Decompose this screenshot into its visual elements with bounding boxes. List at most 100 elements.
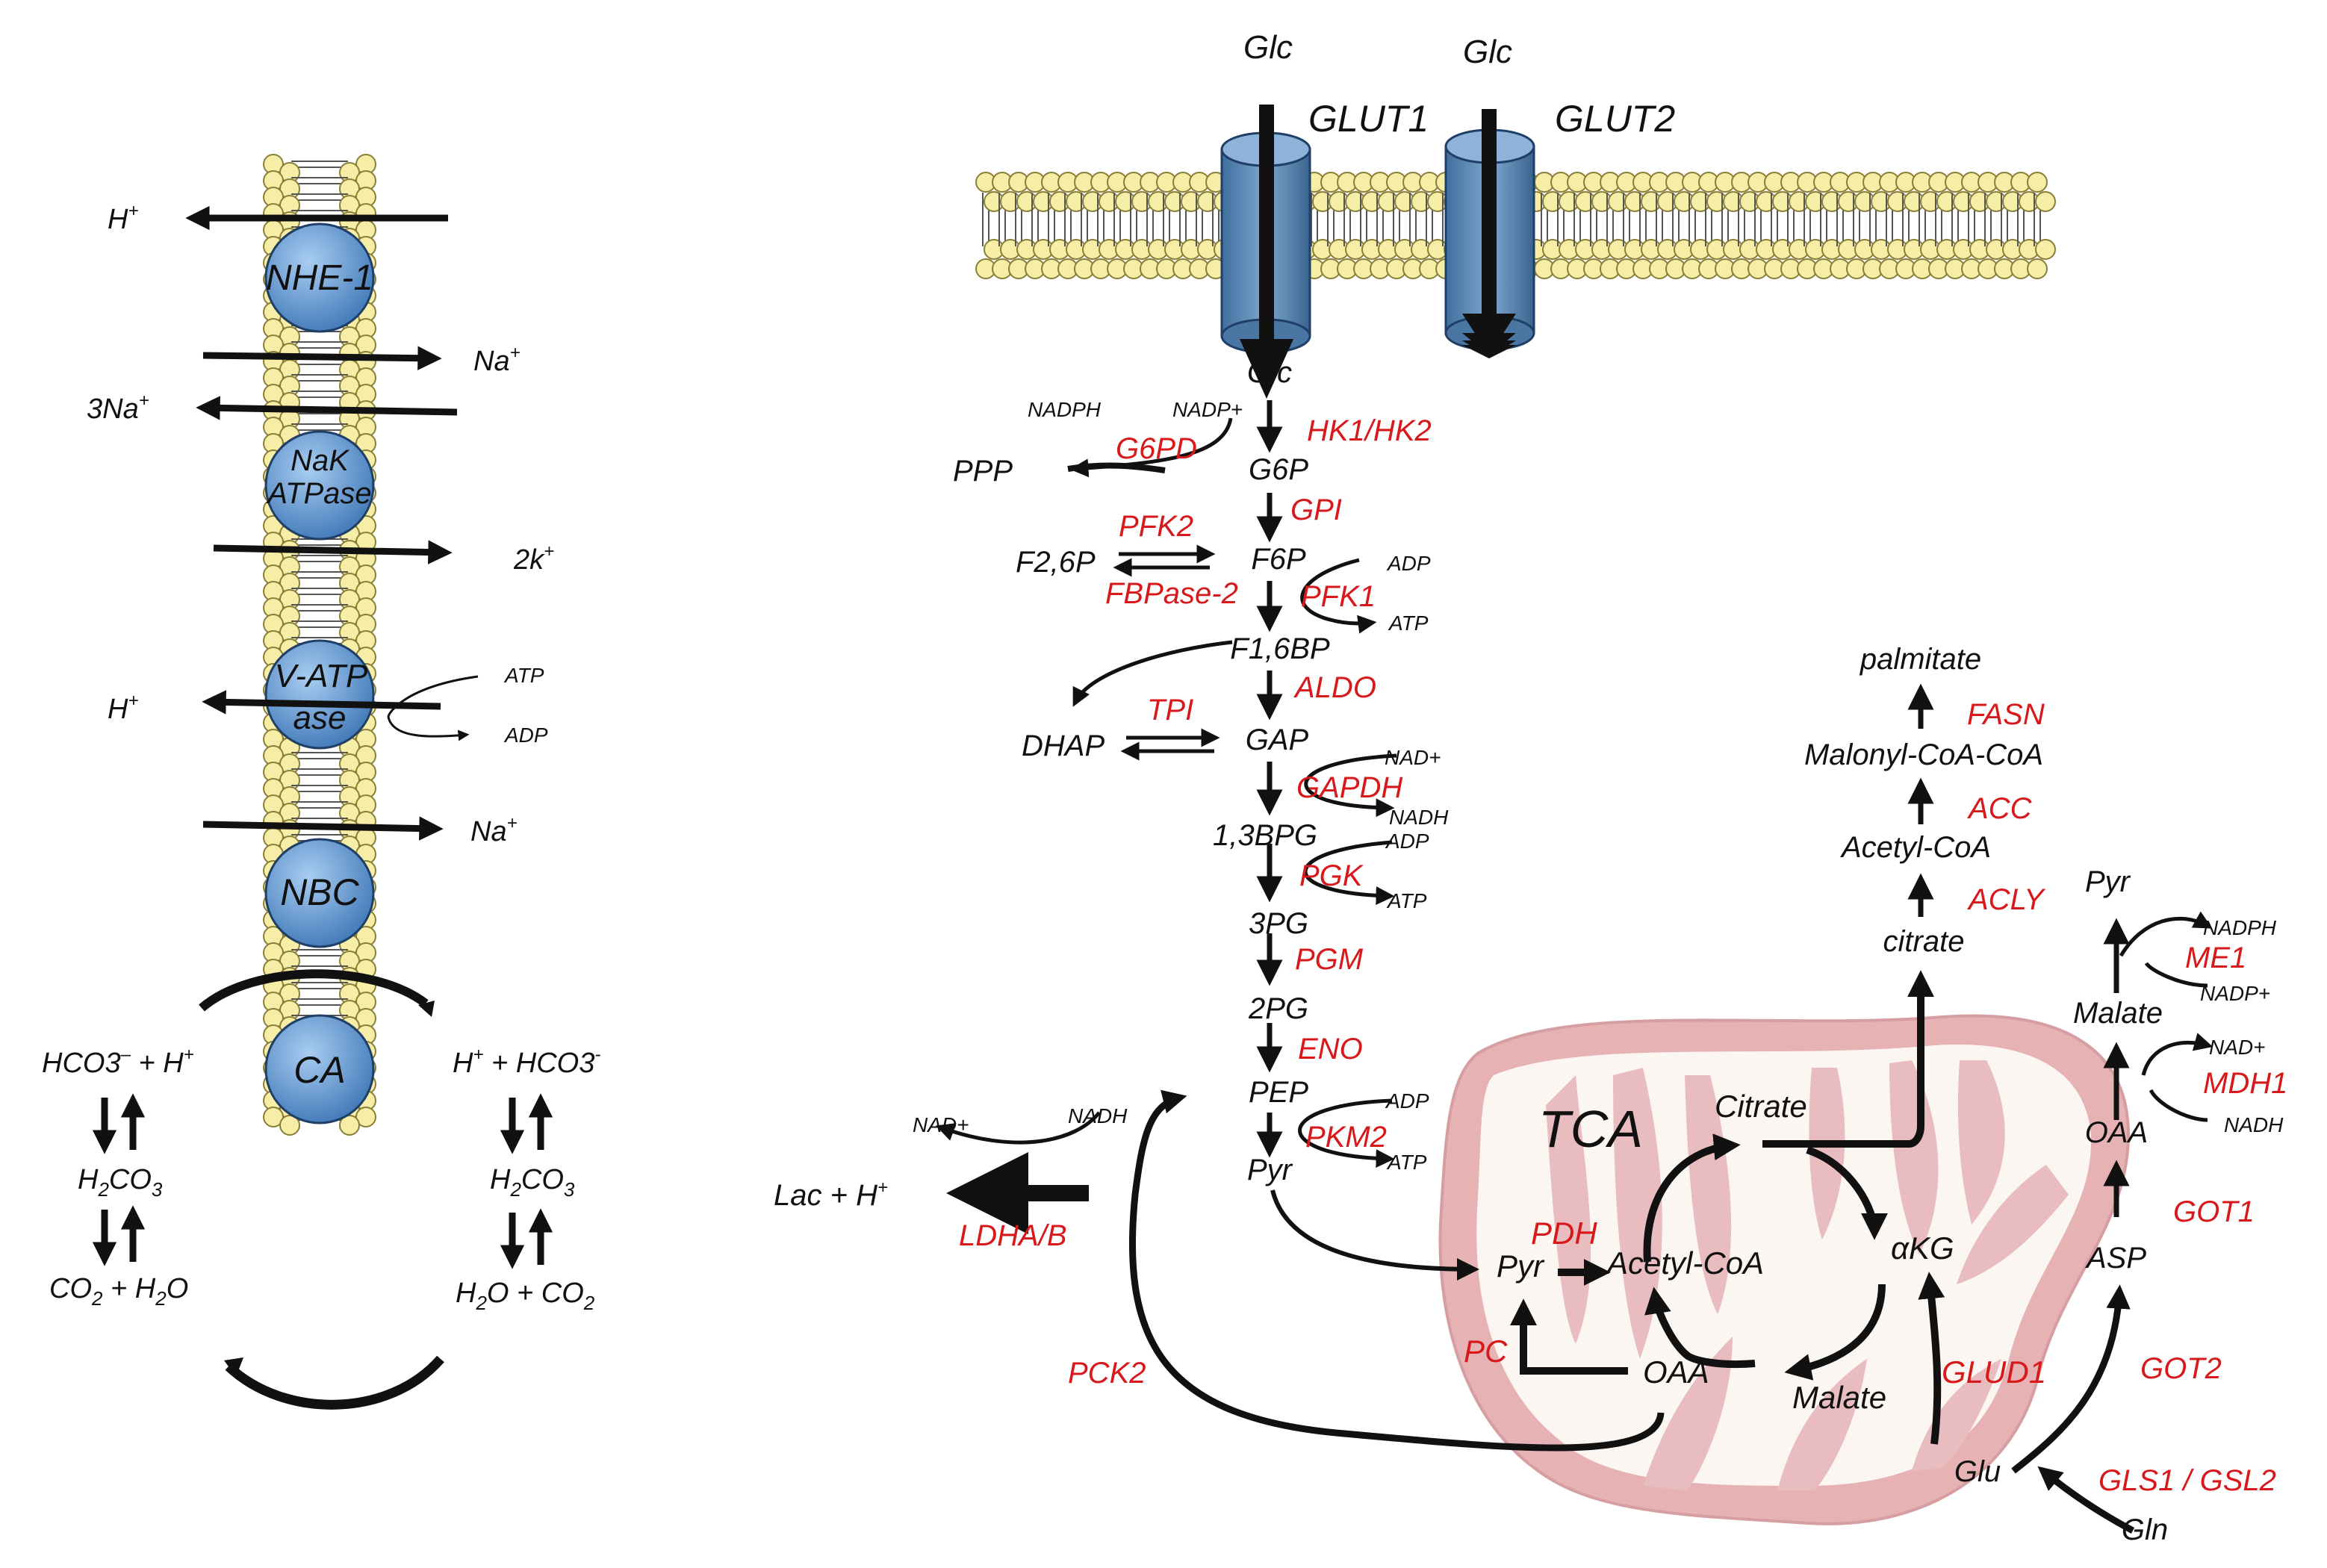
v-atpase-transporter (264, 639, 375, 750)
v-atpase-atp: ATP (503, 664, 544, 687)
right-eq-bicarbonate: H+ + HCO3- (453, 1045, 600, 1079)
nbc-label: NBC (280, 871, 359, 913)
glut-transporters (1220, 105, 1535, 399)
f26p: F2,6P (1016, 546, 1096, 579)
f16bp: F1,6BP (1230, 632, 1330, 665)
h-ion-label-1: H+ (108, 201, 138, 235)
nadp-cofactor: NADP+ (1172, 398, 1243, 421)
ca-transporter (264, 1014, 375, 1124)
gpi-enzyme: GPI (1290, 494, 1342, 526)
pkm2-atp: ATP (1386, 1151, 1427, 1174)
pfk1-enzyme: PFK1 (1301, 580, 1376, 613)
na-ion-label-2: Na+ (470, 813, 518, 847)
pkm2-adp: ADP (1385, 1089, 1429, 1113)
glu: Glu (1954, 1455, 2001, 1488)
nbc-transporter (264, 838, 375, 948)
bottom-recycle-arc (225, 1355, 444, 1410)
nadph-cofactor: NADPH (1028, 398, 1102, 421)
cyto-acetyl-coa: Acetyl-CoA (1840, 831, 1991, 864)
tca-oaa: OAA (1643, 1354, 1709, 1390)
nak-atpase-transporter (264, 430, 375, 541)
left-eq-bicarbonate: HCO3– + H+ (42, 1045, 194, 1079)
got1-enzyme: GOT1 (2173, 1195, 2255, 1228)
bpg: 1,3BPG (1213, 819, 1317, 852)
pfk1-adp: ADP (1386, 552, 1431, 575)
f6p: F6P (1251, 543, 1306, 576)
v-atp-label: V-ATP (275, 658, 368, 694)
glycolysis-side-arrows (935, 417, 1397, 1169)
atpase-label: ATPase (266, 477, 371, 510)
gls-enzyme: GLS1 / GSL2 (2098, 1464, 2276, 1497)
mdh1-enzyme: MDH1 (2203, 1067, 2287, 1100)
me1-nadph: NADPH (2203, 916, 2277, 939)
ldha-nad: NAD+ (913, 1113, 969, 1136)
pg3: 3PG (1249, 907, 1308, 940)
2k-ion-label: 2k+ (513, 541, 554, 576)
right-asp: ASP (2085, 1242, 2146, 1275)
tca-cycle-arrows (1510, 970, 1945, 1445)
mdh1-nad: NAD+ (2209, 1036, 2265, 1059)
pg2: 2PG (1248, 992, 1308, 1025)
pfk1-atp: ATP (1388, 612, 1429, 635)
ca-top-arc (199, 969, 429, 1012)
mdh1-nadh: NADH (2224, 1113, 2284, 1136)
gapdh-enzyme: GAPDH (1296, 771, 1402, 804)
left-eq-co2-water: CO2 + H2O (49, 1273, 188, 1310)
eno-enzyme: ENO (1298, 1033, 1363, 1065)
ca-label: CA (293, 1049, 345, 1091)
dhap: DHAP (1022, 729, 1105, 762)
tca-title: TCA (1538, 1100, 1643, 1158)
pkm2-enzyme: PKM2 (1305, 1121, 1387, 1154)
nhe1-label: NHE-1 (266, 258, 373, 298)
gap: GAP (1246, 724, 1309, 756)
gln: Gln (2122, 1513, 2168, 1546)
pck2-enzyme: PCK2 (1068, 1357, 1146, 1390)
acly-enzyme: ACLY (1967, 883, 2046, 916)
tca-akg: αKG (1891, 1231, 1954, 1266)
h-ion-label-2: H+ (108, 691, 138, 725)
pfk2-enzyme: PFK2 (1119, 510, 1193, 543)
ldha-enzyme: LDHA/B (959, 1219, 1067, 1252)
pep: PEP (1249, 1076, 1308, 1109)
tca-citrate: Citrate (1715, 1089, 1807, 1124)
tca-acetylcoa: Acetyl-CoA (1605, 1245, 1764, 1281)
pgm-enzyme: PGM (1295, 943, 1364, 976)
got2-enzyme: GOT2 (2140, 1352, 2222, 1385)
v-atpase-atp-arrow (387, 675, 479, 741)
3na-ion-label: 3Na+ (87, 391, 149, 425)
nhe1-transporter (264, 223, 375, 333)
g6pd-enzyme: G6PD (1116, 432, 1197, 465)
cyto-citrate: citrate (1883, 925, 1965, 958)
glc-outside-1: Glc (1243, 29, 1293, 66)
me1-nadp: NADP+ (2200, 982, 2270, 1005)
glc-inside: Glc (1247, 356, 1292, 389)
hk-enzyme: HK1/HK2 (1307, 414, 1432, 447)
pgk-enzyme: PGK (1299, 859, 1364, 892)
pgk-atp: ATP (1386, 889, 1427, 912)
aldo-enzyme: ALDO (1293, 671, 1376, 704)
tpi-enzyme: TPI (1147, 694, 1193, 727)
pck2-arrow (1128, 1089, 1665, 1452)
pyr: Pyr (1247, 1154, 1293, 1186)
right-eq-carbonic-acid: H2CO3 (490, 1164, 575, 1201)
malonyl-coa: Malonyl-CoA-CoA (1804, 738, 2043, 771)
ldha-nadh: NADH (1068, 1104, 1128, 1127)
ppp: PPP (953, 455, 1013, 488)
nak-label: NaK (291, 444, 350, 477)
left-ion-arrows (185, 205, 458, 841)
lactate: Lac + H+ (774, 1177, 888, 1212)
left-eq-carbonic-acid: H2CO3 (78, 1164, 163, 1201)
na-ion-label-1: Na+ (473, 343, 521, 377)
fbpase2-enzyme: FBPase-2 (1105, 577, 1238, 610)
right-pyr: Pyr (2085, 865, 2131, 898)
glut1-label: GLUT1 (1308, 98, 1429, 140)
tca-malate: Malate (1792, 1380, 1886, 1415)
pc-enzyme: PC (1464, 1334, 1508, 1369)
glud1-enzyme: GLUD1 (1942, 1354, 2046, 1390)
pdh-enzyme: PDH (1531, 1216, 1597, 1251)
pgk-adp: ADP (1385, 830, 1429, 853)
palmitate: palmitate (1860, 643, 1981, 676)
gapdh-nadh: NADH (1389, 806, 1449, 829)
glc-outside-2: Glc (1463, 34, 1512, 70)
me1-enzyme: ME1 (2185, 942, 2246, 974)
